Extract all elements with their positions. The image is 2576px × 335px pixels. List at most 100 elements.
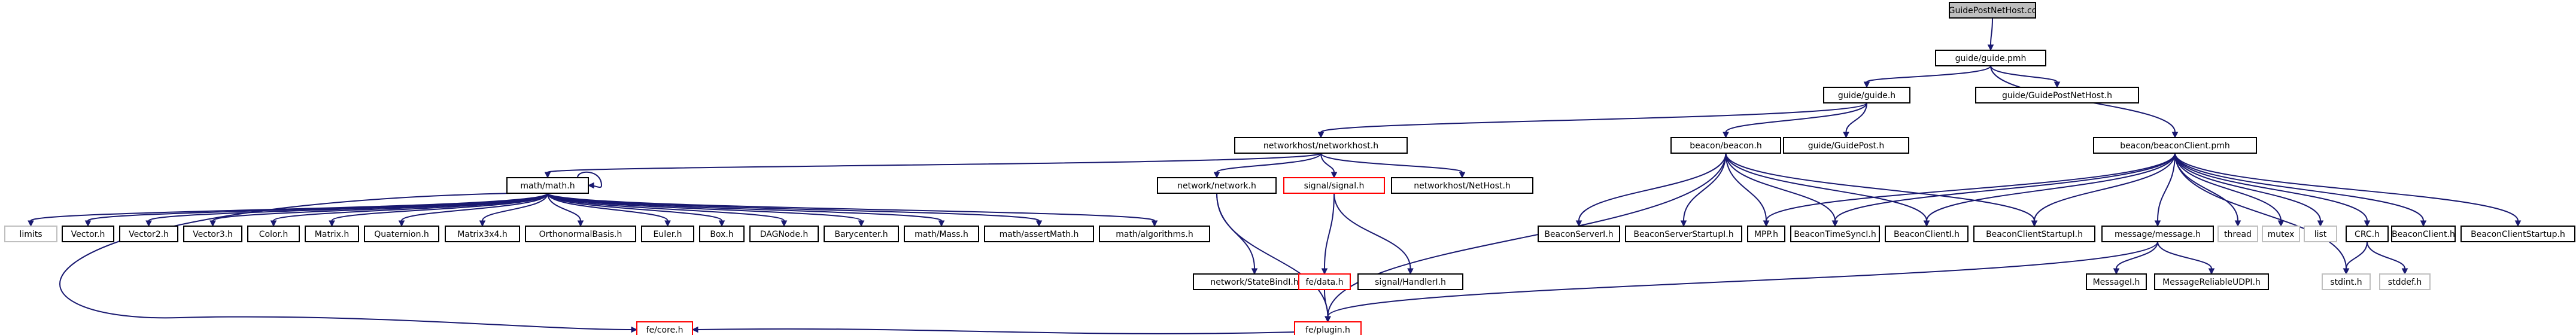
edge-arrowhead [2514,220,2522,227]
node-msgreludpi-h[interactable]: MessageReliableUDPI.h [2154,273,2269,290]
node-quaternion-h[interactable]: Quaternion.h [364,226,439,242]
node-beaconclientstartup-h[interactable]: BeaconClientStartup.h [2460,226,2575,242]
edge-guide-pmh-to-guide-h [1863,65,1991,89]
node-vector3-h[interactable]: Vector3.h [183,226,242,242]
edge-arrowhead [718,220,725,227]
node-box [2217,226,2258,242]
node-vector2-h[interactable]: Vector2.h [119,226,178,242]
edge-line [1578,153,1727,221]
edge-guide-h-to-nwh [1317,102,1867,139]
node-fedata-h[interactable]: fe/data.h [1298,273,1351,290]
node-guide-gpnh[interactable]: guide/GuidePostNetHost.h [1975,87,2139,103]
node-math-h[interactable]: math/math.h [506,177,589,194]
node-beaconclienti-h[interactable]: BeaconClientI.h [1885,226,1969,242]
node-network-h[interactable]: network/network.h [1157,177,1277,194]
node-statebindi-h[interactable]: network/StateBindI.h [1193,273,1316,290]
node-label: guide/GuidePostNetHost.h [2002,91,2112,100]
node-label: BeaconServerStartupI.h [1633,230,1733,239]
node-beaconserverstartupi-h[interactable]: BeaconServerStartupI.h [1625,226,1742,242]
edge-arrowhead [1843,132,1849,139]
edge-line [697,328,1295,334]
node-label: guide/guide.h [1838,91,1895,100]
node-crc-h[interactable]: CRC.h [2346,226,2389,242]
node-beacontimesynci-h[interactable]: BeaconTimeSyncI.h [1790,226,1880,242]
node-feplugin-h[interactable]: fe/plugin.h [1294,321,1362,335]
edge-math-h-to-math-h [577,171,603,189]
node-matrix-h[interactable]: Matrix.h [305,226,359,242]
node-mpp-h[interactable]: MPP.h [1747,226,1785,242]
node-box [904,226,979,242]
node-beacon-h[interactable]: beacon/beacon.h [1670,137,1781,154]
node-barycenter-h[interactable]: Barycenter.h [824,226,899,242]
node-assertmath-h[interactable]: math/assertMath.h [984,226,1094,242]
node-box [305,226,359,242]
node-stddef-h: stddef.h [2379,273,2431,290]
node-euler-h[interactable]: Euler.h [641,226,694,242]
node-fecore-h[interactable]: fe/core.h [636,321,693,335]
node-label: Vector3.h [193,230,233,239]
node-beaconclient-h[interactable]: BeaconClient.h [2391,226,2456,242]
node-label: limits [19,230,42,239]
node-label: MessageI.h [2093,278,2140,287]
node-matrix3x4-h[interactable]: Matrix3x4.h [445,226,520,242]
edge-beacon-h-to-beaconserverstartupi-h [1680,153,1727,227]
node-algorithms-h[interactable]: math/algorithms.h [1099,226,1210,242]
node-nethost-h[interactable]: networkhost/NetHost.h [1391,177,1533,194]
node-mathmass-h[interactable]: math/Mass.h [904,226,979,242]
node-label: BeaconClientI.h [1894,230,1960,239]
edge-arrowhead [398,220,405,227]
edge-beaconclient-pmh-to-beaconclientstartupi-h [2031,153,2176,227]
node-beaconserveri-h[interactable]: BeaconServerI.h [1538,226,1620,242]
edge-line [547,193,722,221]
edge-arrowhead [631,326,638,333]
edge-line [1766,153,2176,221]
node-handleri-h[interactable]: signal/HandlerI.h [1357,273,1463,290]
node-label: BeaconServerI.h [1544,230,1613,239]
edge-arrowhead [2154,220,2161,227]
node-beaconclientstartupi-h[interactable]: BeaconClientStartupI.h [1973,226,2095,242]
node-box [2093,137,2257,154]
node-label: MessageReliableUDPI.h [2162,278,2261,287]
node-ortho-h[interactable]: OrthonormalBasis.h [525,226,636,242]
edge-arrowhead [28,220,34,227]
edge-beaconclient-pmh-to-beacontimesynci-h [1831,153,2176,227]
edge-line [212,193,548,221]
edge-math-h-to-barycenter-h [547,193,865,227]
edge-line [482,193,548,221]
node-dagnode-h[interactable]: DAGNode.h [749,226,819,242]
node-nwh[interactable]: networkhost/networkhost.h [1234,137,1408,154]
graph-edges [28,17,2522,334]
node-box [1790,226,1880,242]
edge-arrowhead [1330,172,1338,179]
node-beaconclient-pmh[interactable]: beacon/beaconClient.pmh [2093,137,2257,154]
node-guide-pmh[interactable]: guide/guide.pmh [1935,50,2046,66]
edge-arrowhead [1213,172,1220,179]
node-label: guide/GuidePost.h [1808,141,1885,151]
edge-arrowhead [691,326,698,333]
node-label: stdint.h [2330,278,2362,287]
edge-line [547,193,669,221]
edge-line [1216,193,1255,269]
edge-arrowhead [2031,220,2038,227]
edge-math-h-to-vector3-h [209,193,548,227]
node-list: list [2304,226,2337,242]
node-thread: thread [2217,226,2258,242]
node-box [1973,226,2095,242]
node-vector-h[interactable]: Vector.h [62,226,114,242]
node-box [445,226,520,242]
node-message-h[interactable]: message/message.h [2101,226,2214,242]
node-guide-h[interactable]: guide/guide.h [1823,87,1910,103]
node-label: math/math.h [520,181,575,191]
node-messagei-h[interactable]: MessageI.h [2086,273,2147,290]
edge-line [577,171,603,188]
node-label: BeaconClientStartup.h [2471,230,2565,239]
edge-guide-h-to-guidepost-h [1843,102,1867,139]
edge-line [547,193,862,221]
edge-message-h-to-messagei-h [2113,241,2158,275]
node-color-h[interactable]: Color.h [247,226,300,242]
node-signal-h[interactable]: signal/signal.h [1283,177,1385,194]
node-box-h[interactable]: Box.h [699,226,745,242]
edge-arrowhead [2113,268,2120,275]
edge-line [547,193,1155,221]
node-guidepost-h[interactable]: guide/GuidePost.h [1783,137,1909,154]
